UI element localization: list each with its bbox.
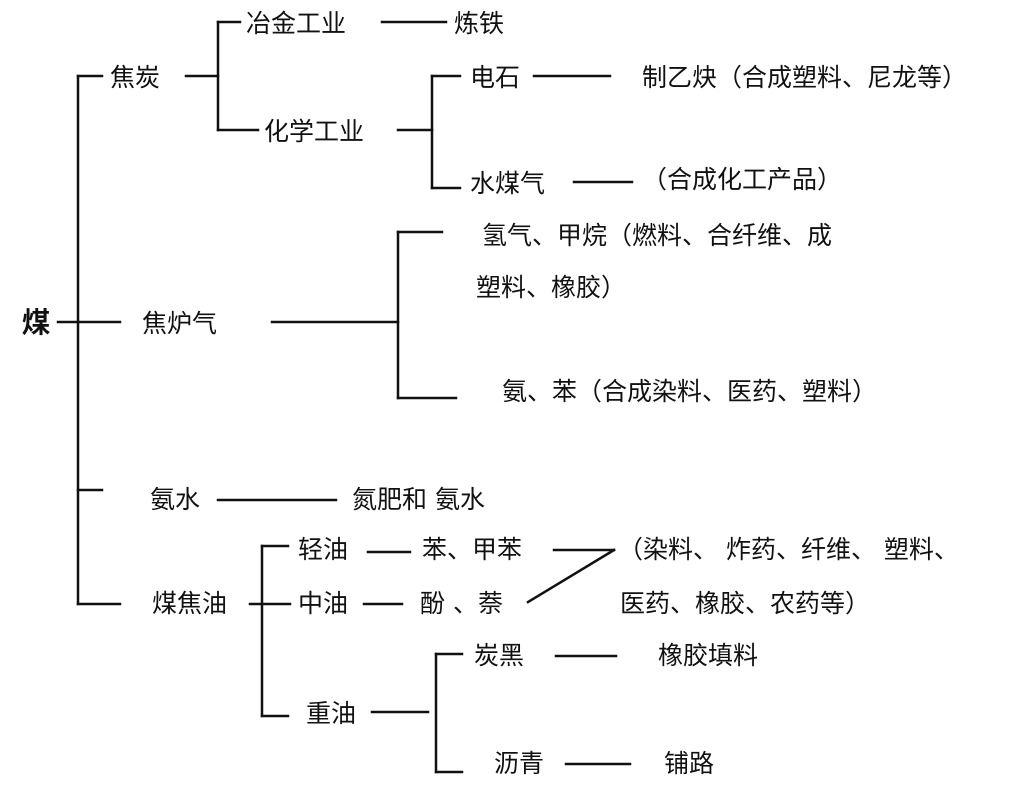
node-light-oil: 轻油 (298, 535, 348, 564)
leaf-shared-use-line1: （染料、 炸药、纤维、 塑料、 (618, 535, 959, 564)
leaf-water-gas-use: （合成化工产品） (642, 165, 842, 194)
leaf-iron-smelting: 炼铁 (454, 9, 504, 38)
leaf-ammonia-benzene: 氨、苯（合成染料、医药、塑料） (502, 377, 877, 406)
leaf-benzene-toluene: 苯、甲苯 (422, 535, 522, 564)
leaf-shared-use-line2: 医药、橡胶、农药等） (620, 589, 870, 618)
node-heavy-oil: 重油 (306, 699, 356, 728)
node-ammonia-water: 氨水 (150, 485, 200, 514)
node-asphalt: 沥青 (494, 749, 544, 778)
node-chemical-industry: 化学工业 (264, 117, 364, 146)
leaf-nitrogen-fertilizer: 氮肥和 氨水 (352, 485, 485, 514)
node-water-gas: 水煤气 (470, 169, 545, 198)
node-coal-tar: 煤焦油 (152, 589, 227, 618)
node-calcium-carbide: 电石 (470, 63, 520, 92)
leaf-phenol-naphthalene: 酚 、萘 (420, 589, 503, 618)
leaf-road-paving: 铺路 (664, 749, 714, 778)
node-coke: 焦炭 (110, 63, 160, 92)
node-coke-oven-gas: 焦炉气 (142, 309, 217, 338)
leaf-hydrogen-methane-line1: 氢气、甲烷（燃料、合纤维、成 (482, 221, 832, 250)
node-labels: 煤 焦炭 冶金工业 炼铁 化学工业 电石 制乙炔（合成塑料、尼龙等） 水煤气 （… (22, 9, 967, 778)
node-metallurgy: 冶金工业 (246, 9, 346, 38)
leaf-hydrogen-methane-line2: 塑料、橡胶） (476, 273, 626, 302)
root-node-coal: 煤 (22, 306, 50, 339)
connector-lines (56, 20, 634, 774)
leaf-acetylene-use: 制乙炔（合成塑料、尼龙等） (642, 63, 967, 92)
node-middle-oil: 中油 (298, 589, 348, 618)
node-carbon-black: 炭黑 (474, 641, 524, 670)
leaf-rubber-filler: 橡胶填料 (658, 641, 758, 670)
